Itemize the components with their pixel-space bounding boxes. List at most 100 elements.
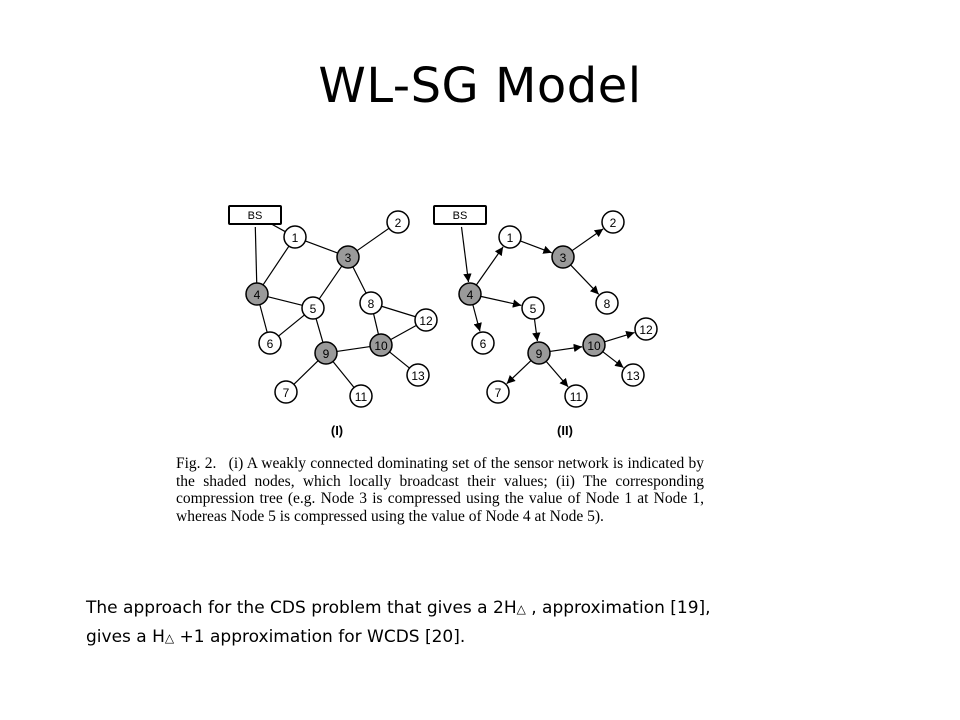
node-label: 5 bbox=[530, 302, 537, 316]
sensor-node-12: 12 bbox=[414, 308, 438, 332]
node-label: 4 bbox=[254, 288, 261, 302]
graph-edge bbox=[332, 361, 355, 388]
arrow-edge bbox=[545, 360, 569, 388]
sensor-node-7: 7 bbox=[486, 380, 510, 404]
sensor-node-4: 4 bbox=[458, 282, 482, 306]
sensor-node-12: 12 bbox=[634, 317, 658, 341]
node-label: 3 bbox=[345, 251, 352, 265]
arrow-edge bbox=[602, 351, 624, 369]
sensor-node-1: 1 bbox=[498, 225, 522, 249]
graph-edge bbox=[259, 304, 268, 333]
slide-title: WL-SG Model bbox=[318, 58, 642, 114]
sensor-node-10: 10 bbox=[369, 333, 393, 357]
graph-edge bbox=[293, 360, 319, 385]
graph-edge bbox=[390, 324, 417, 341]
sensor-node-8: 8 bbox=[595, 291, 619, 315]
sensor-node-1: 1 bbox=[283, 225, 307, 249]
base-station-label: BS bbox=[453, 210, 468, 222]
body-paragraph: The approach for the CDS problem that gi… bbox=[86, 594, 926, 652]
body-line-2-part-a: gives a H bbox=[86, 627, 165, 647]
body-line-2-part-b: +1 approximation for WCDS [20]. bbox=[179, 627, 466, 647]
node-label: 1 bbox=[292, 231, 299, 245]
base-station-box: BS bbox=[228, 205, 282, 225]
node-label: 6 bbox=[267, 337, 274, 351]
arrow-edge bbox=[570, 264, 600, 295]
sensor-node-6: 6 bbox=[258, 331, 282, 355]
graph-edge bbox=[356, 227, 390, 252]
graph-edge bbox=[352, 266, 367, 294]
node-label: 11 bbox=[570, 390, 583, 404]
base-station-box: BS bbox=[433, 205, 487, 225]
sensor-node-3: 3 bbox=[336, 245, 360, 269]
node-label: 12 bbox=[419, 314, 433, 328]
node-label: 10 bbox=[587, 339, 601, 353]
graph-edge bbox=[318, 265, 343, 300]
node-label: 7 bbox=[495, 386, 502, 400]
delta-symbol: △ bbox=[516, 602, 526, 616]
node-label: 9 bbox=[323, 347, 330, 361]
node-label: 2 bbox=[610, 216, 617, 230]
arrow-edge bbox=[472, 304, 482, 332]
delta-symbol: △ bbox=[164, 631, 175, 645]
graph-edge bbox=[305, 240, 338, 254]
graph-edge bbox=[389, 351, 410, 369]
sensor-node-13: 13 bbox=[621, 363, 645, 387]
node-label: 12 bbox=[639, 323, 653, 337]
graph-edge bbox=[278, 314, 305, 337]
sensor-node-13: 13 bbox=[406, 363, 430, 387]
sensor-node-9: 9 bbox=[527, 341, 551, 365]
sensor-node-11: 11 bbox=[349, 384, 373, 408]
sensor-node-6: 6 bbox=[471, 331, 495, 355]
node-label: 5 bbox=[310, 302, 317, 316]
graph-edge bbox=[315, 318, 324, 343]
graph-edge bbox=[372, 313, 380, 335]
body-line-1-part-a: The approach for the CDS problem that gi… bbox=[86, 598, 517, 618]
sensor-node-5: 5 bbox=[301, 296, 325, 320]
arrow-edge bbox=[520, 240, 552, 254]
sensor-node-3: 3 bbox=[551, 245, 575, 269]
graph-edge bbox=[336, 345, 371, 353]
node-label: 4 bbox=[467, 288, 474, 302]
node-label: 7 bbox=[283, 386, 290, 400]
sensor-node-8: 8 bbox=[359, 291, 383, 315]
arrow-edge bbox=[532, 318, 541, 342]
sensor-node-2: 2 bbox=[601, 210, 625, 234]
node-label: 13 bbox=[626, 369, 640, 383]
figure-caption: Fig. 2. (i) A weakly connected dominatin… bbox=[176, 455, 704, 525]
node-label: 8 bbox=[368, 297, 375, 311]
arrow-edge bbox=[571, 228, 604, 252]
arrow-edge bbox=[604, 330, 635, 343]
sensor-node-2: 2 bbox=[386, 210, 410, 234]
sensor-node-5: 5 bbox=[521, 296, 545, 320]
body-line-2: gives a H△ +1 approximation for WCDS [20… bbox=[86, 623, 926, 652]
sensor-node-10: 10 bbox=[582, 333, 606, 357]
caption-lead: Fig. 2. bbox=[176, 455, 217, 472]
node-label: 9 bbox=[536, 347, 543, 361]
body-line-1-part-b: , approximation [19], bbox=[531, 598, 711, 618]
arrow-edge bbox=[475, 246, 504, 286]
node-label: 2 bbox=[395, 216, 402, 230]
arrow-edge bbox=[460, 226, 472, 283]
node-label: 1 bbox=[507, 231, 514, 245]
node-label: 6 bbox=[480, 337, 487, 351]
sensor-node-7: 7 bbox=[274, 380, 298, 404]
panel-label-i: (I) bbox=[331, 423, 343, 438]
base-station-label: BS bbox=[248, 210, 263, 222]
arrow-edge bbox=[480, 295, 522, 308]
node-label: 10 bbox=[374, 339, 388, 353]
body-line-1: The approach for the CDS problem that gi… bbox=[86, 594, 926, 623]
graph-edge bbox=[262, 245, 290, 286]
arrow-edge bbox=[506, 360, 532, 385]
node-label: 8 bbox=[604, 297, 611, 311]
sensor-node-4: 4 bbox=[245, 282, 269, 306]
graph-edge bbox=[254, 226, 258, 284]
sensor-node-11: 11 bbox=[564, 384, 588, 408]
graph-edge bbox=[267, 296, 303, 306]
node-label: 3 bbox=[560, 251, 567, 265]
caption-text: (i) A weakly connected dominating set of… bbox=[176, 455, 704, 525]
panel-label-ii: (II) bbox=[557, 423, 573, 438]
node-label: 11 bbox=[355, 390, 368, 404]
